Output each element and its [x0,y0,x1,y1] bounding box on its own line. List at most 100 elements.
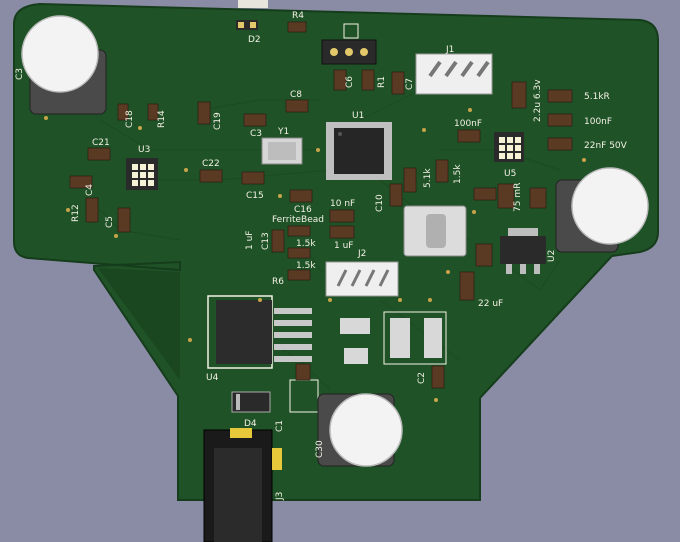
reg-u4-pins [274,308,312,362]
cap-22uf [459,271,475,301]
pin-2 [345,48,353,56]
inductor-pad-a [340,318,370,334]
res-5-1k [403,167,417,193]
r14-component [147,103,159,121]
res-right-b [497,183,515,209]
label-c15: C15 [246,191,264,201]
legend-label-3: 22nF 50V [584,141,628,151]
label-22uf: 22 uF [478,299,503,309]
usb-c-port [426,214,446,248]
label-r4: R4 [292,11,304,21]
label-c2: C2 [417,372,427,384]
mcu-u1-dot [338,132,342,136]
label-c21: C21 [92,138,110,148]
label-c1: C1 [275,420,285,432]
c22-component [199,169,223,183]
top-tab [238,0,268,8]
label-r6: R6 [272,277,284,287]
d2-component [236,20,258,30]
label-r14: R14 [157,110,167,128]
cap-10nf [329,209,355,223]
label-c13: C13 [261,232,271,250]
cap-near-u2 [475,243,493,267]
dc-jack-yellow-side [272,448,282,470]
label-c19: C19 [213,112,223,130]
label-d4: D4 [244,419,257,429]
reg-u2-tab [508,228,538,236]
pin-3 [360,48,368,56]
res-right-a [473,187,497,201]
label-u4: U4 [206,373,219,383]
label-c7: C7 [405,78,415,90]
cap-1uf-b [329,225,355,239]
c21-component [87,147,111,161]
label-c3: C3 [250,129,262,139]
label-10nf: 10 nF [330,199,355,209]
label-d2: D2 [248,35,261,45]
knob-right [571,167,649,245]
res-1-5k-c [435,159,449,183]
res-right-c [529,187,547,209]
c8-component [285,99,309,113]
board-cutout-shadow [98,268,180,380]
res-1-5k-a [287,247,311,259]
reg-u2-pin2 [520,264,526,274]
label-c8: C8 [290,90,302,100]
label-c6: C6 [345,76,355,88]
c16-component [289,189,313,203]
c1-component [295,363,311,381]
d2-pad-a [238,22,244,28]
label-c3-top: C3 [15,68,25,80]
c4-component [69,175,93,189]
vias [44,108,586,402]
r4-component [287,21,307,33]
pcb-board [13,2,659,501]
label-c10: C10 [375,194,385,212]
label-u2: U2 [547,250,557,262]
label-c22: C22 [202,159,220,169]
c3-component [243,113,267,127]
label-75mr: 75 mR [513,183,523,212]
reg-u2 [500,236,546,264]
c10-component [389,183,403,207]
crystal-y1-top [268,142,296,160]
label-j2: J2 [357,249,366,259]
diode-d4-band [236,394,240,410]
inductor-pad-d [424,318,442,358]
dc-jack-yellow [230,428,252,438]
inductor-pad-b [344,348,368,364]
label-1-5k-b: 1.5k [296,261,316,271]
ic-u5-pads [499,137,521,159]
label-r1: R1 [377,76,387,88]
reg-u2-pin3 [534,264,540,274]
r12-component [85,197,99,223]
c13-component [271,229,285,253]
label-ferrite: FerriteBead [272,215,324,225]
knob-bottom [329,393,403,467]
pin-1 [330,48,338,56]
j1-pins [428,60,490,78]
diode-d4 [231,391,271,413]
c19-component [197,101,211,125]
label-100nf-a: 100nF [454,119,482,129]
res-1-5k-b [287,269,311,281]
c6-component [333,69,347,91]
legend-label-2: 100nF [584,117,612,127]
ic-u3-pads [132,164,154,186]
label-r12: R12 [71,204,81,222]
c15-component [241,171,265,185]
legend-cap-1 [547,89,573,103]
label-5-1k: 5.1k [423,168,433,188]
knob-topleft [21,15,99,93]
label-c18: C18 [125,110,135,128]
label-j1: J1 [445,45,454,55]
label-1uf-a: 1 uF [245,231,255,250]
c18-component [117,103,129,121]
label-c4: C4 [85,184,95,196]
inductor-frame [383,311,447,365]
j2-connector [325,261,399,297]
d2-pad-b [250,22,256,28]
label-y1: Y1 [277,127,289,137]
label-1uf-b: 1 uF [334,241,353,251]
